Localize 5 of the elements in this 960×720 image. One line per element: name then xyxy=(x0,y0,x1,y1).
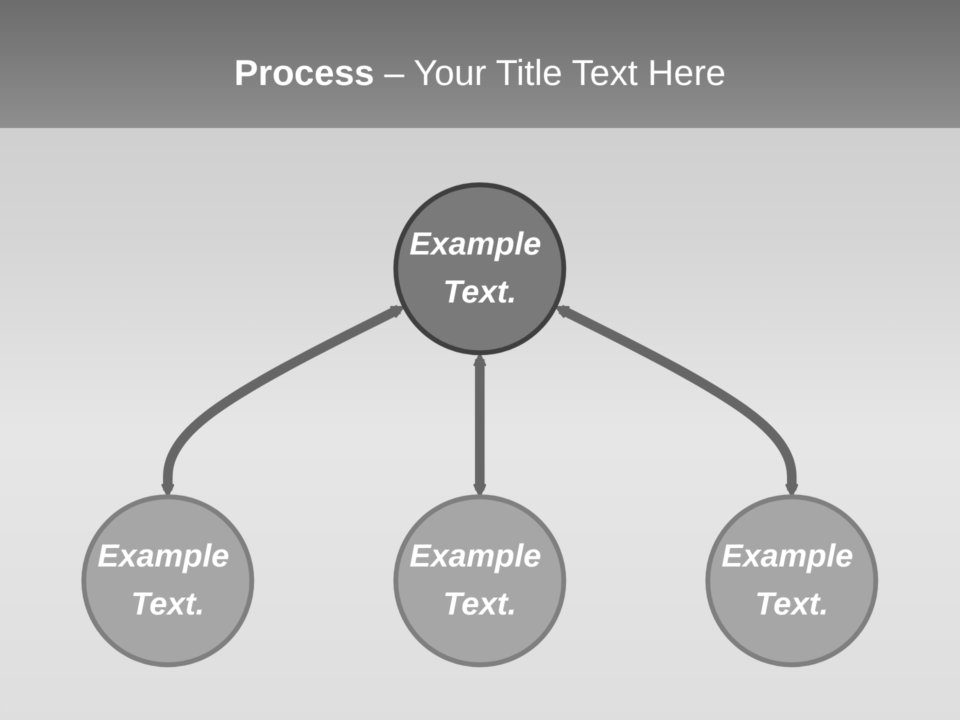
node-circle: Example Text. xyxy=(82,494,254,668)
node-circle: Example Text. xyxy=(706,494,878,668)
node-circle: Example Text. xyxy=(394,494,566,668)
node-circle: Example Text. xyxy=(394,182,566,356)
title: Process – Your Title Text Here xyxy=(234,52,726,93)
